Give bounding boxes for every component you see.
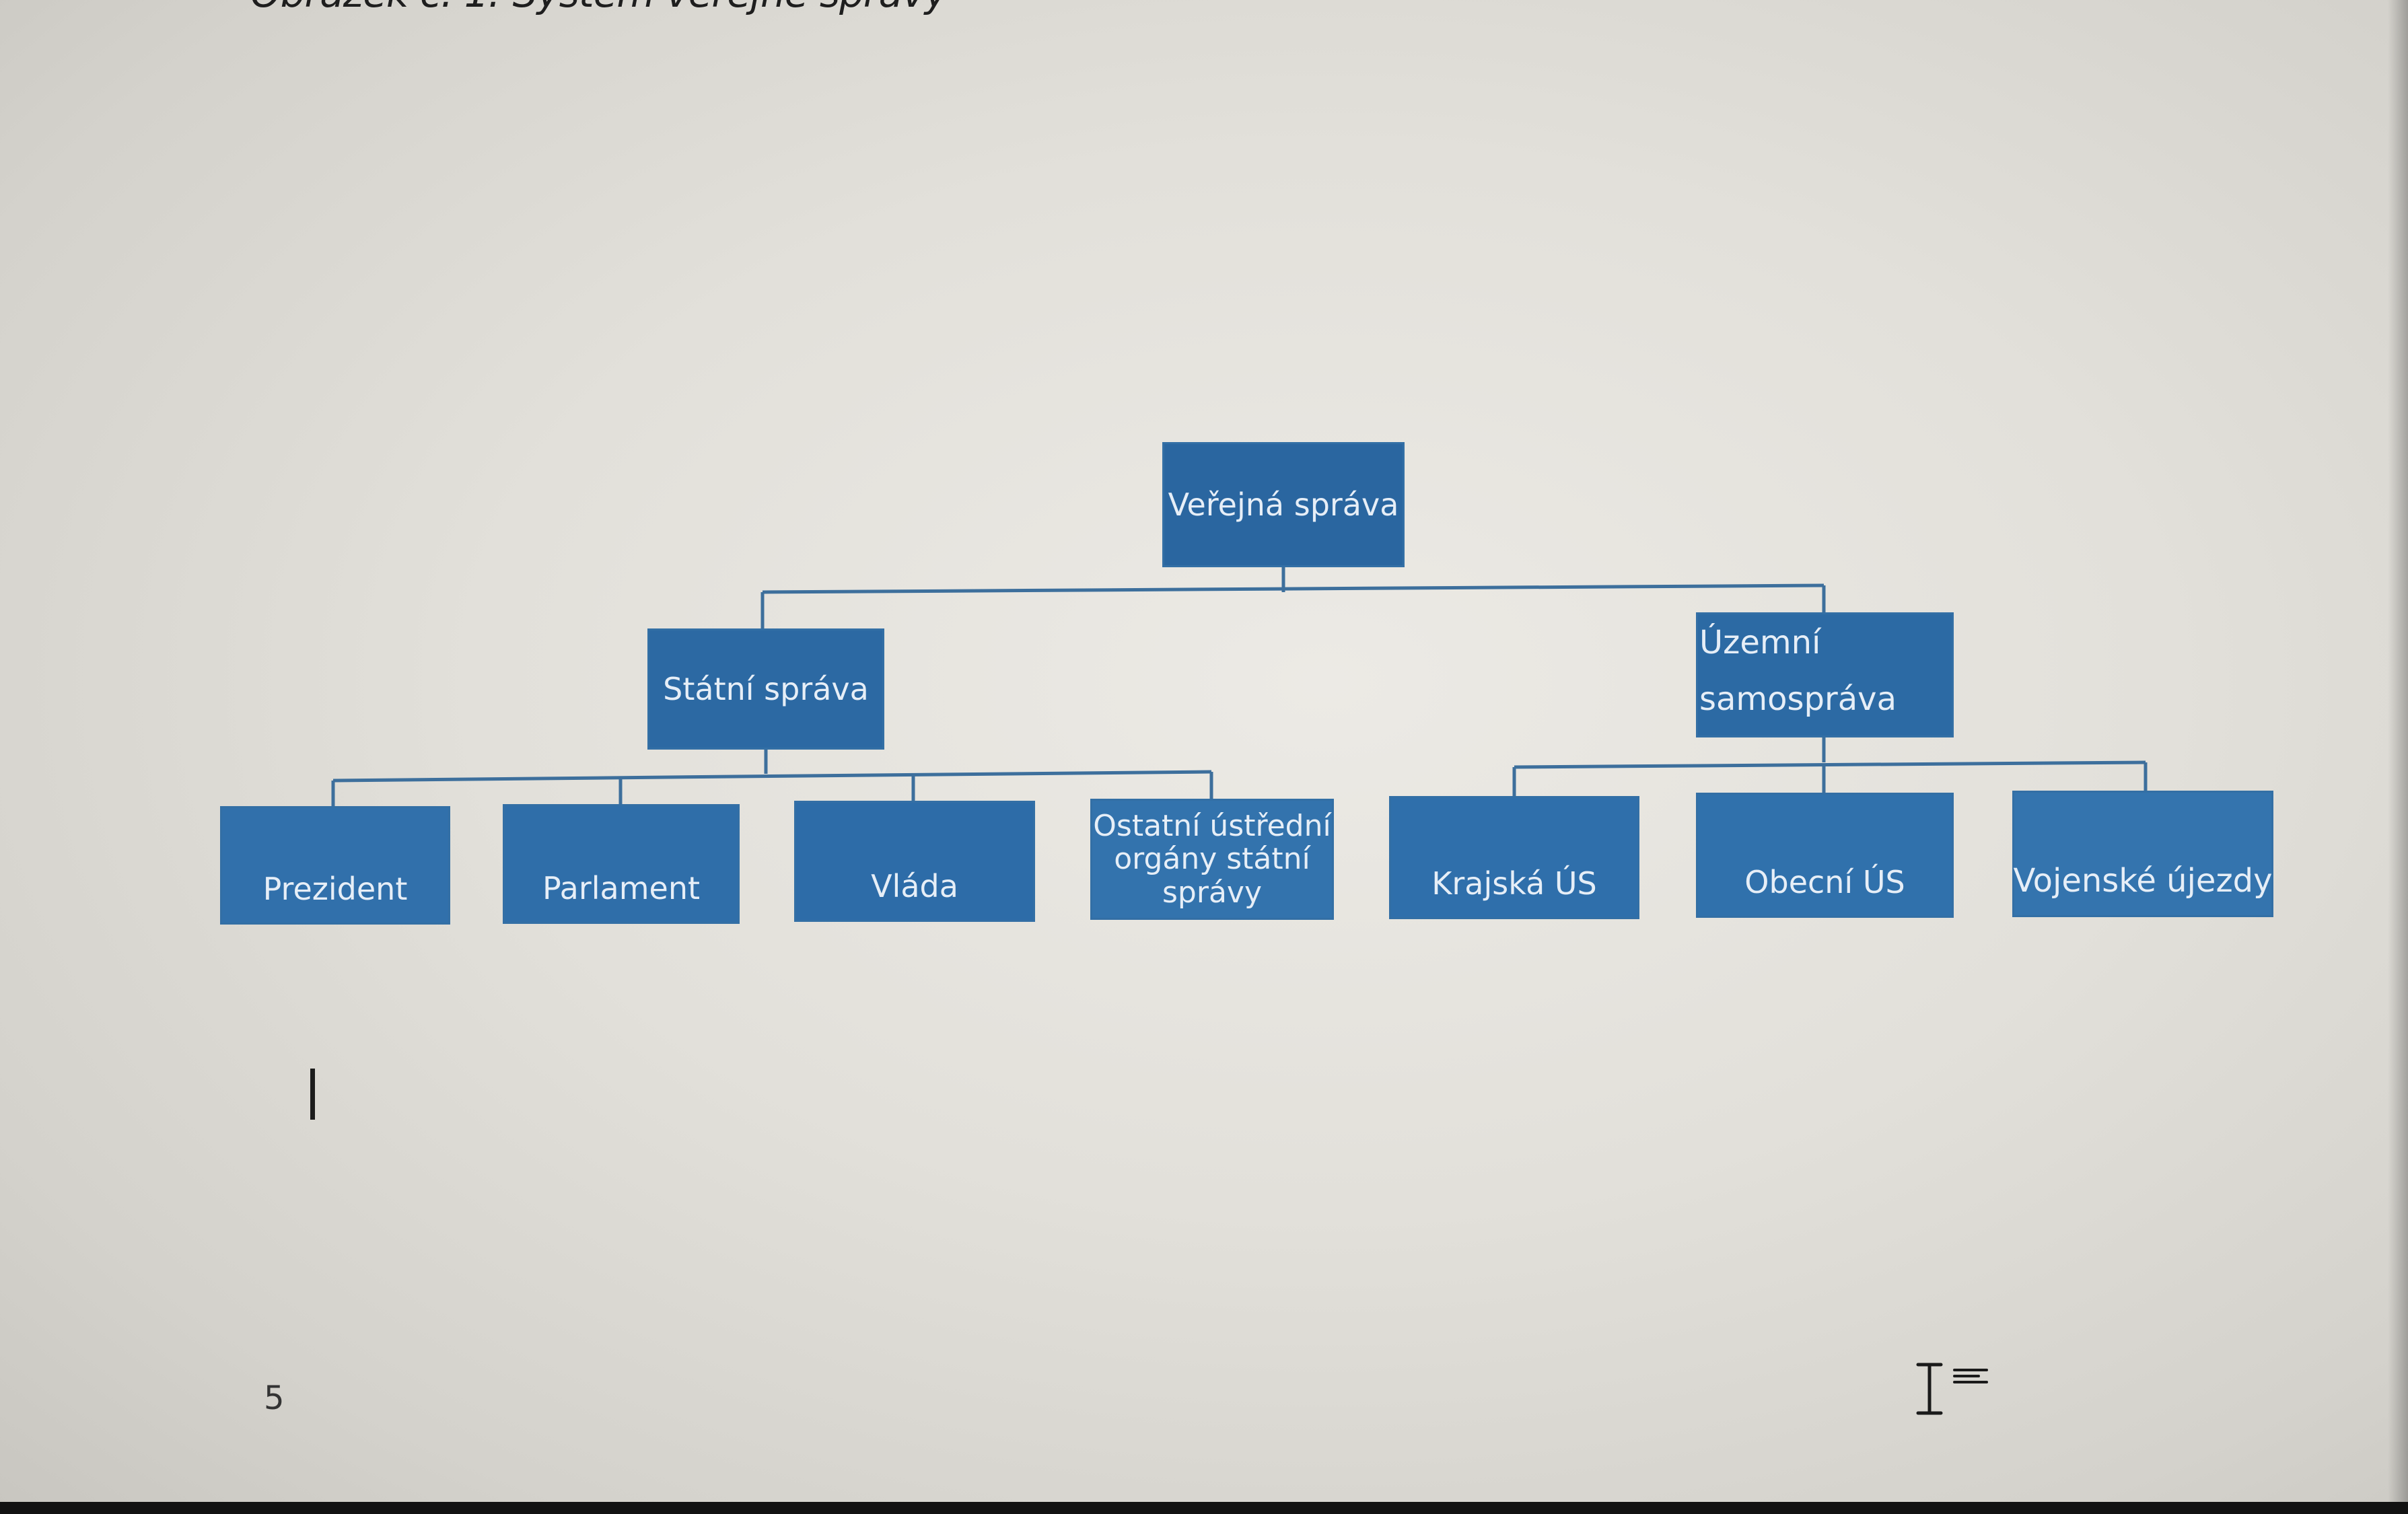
node-vojenske-ujezdy: Vojenské újezdy xyxy=(2012,791,2273,917)
node-label: Krajská ÚS xyxy=(1431,865,1597,902)
connector-state-bar xyxy=(332,770,1212,783)
node-label-line: Ostatní ústřední xyxy=(1093,809,1331,844)
layout-options-icon[interactable] xyxy=(1952,1367,1989,1387)
page-shadow-right xyxy=(2388,0,2408,1502)
monitor-bezel-bottom xyxy=(0,1502,2408,1514)
connector-root-bar xyxy=(762,583,1825,594)
node-label: Územní samospráva xyxy=(1699,624,1897,718)
node-label-line: správy xyxy=(1162,875,1262,910)
text-insertion-caret xyxy=(310,1069,315,1120)
ibeam-icon xyxy=(1916,1363,1943,1415)
node-statni-sprava: Státní správa xyxy=(647,628,884,750)
node-label: Státní správa xyxy=(663,670,869,707)
node-label-multiline: Ostatní ústřední orgány státní správy xyxy=(1093,809,1331,909)
node-label: Parlament xyxy=(542,869,701,906)
node-ostatni-ustredni-organy: Ostatní ústřední orgány státní správy xyxy=(1090,799,1334,920)
page-number: 5 xyxy=(264,1379,285,1417)
figure-caption: Obrázek č. 1: Systém veřejné správy xyxy=(250,0,948,16)
node-obecni-us: Obecní ÚS xyxy=(1696,793,1954,918)
node-label-line: orgány státní xyxy=(1114,842,1310,877)
node-label: Vláda xyxy=(871,867,958,904)
node-label: Vojenské újezdy xyxy=(2013,861,2273,900)
node-label: Obecní ÚS xyxy=(1744,863,1905,900)
node-label: Prezident xyxy=(262,870,408,907)
node-verejna-sprava: Veřejná správa xyxy=(1162,442,1405,567)
node-label: Veřejná správa xyxy=(1168,486,1399,523)
node-uzemni-samosprava: Územní samospráva xyxy=(1696,612,1954,737)
connector-territorial-bar xyxy=(1514,760,2146,769)
node-vlada: Vláda xyxy=(794,801,1035,922)
node-krajska-us: Krajská ÚS xyxy=(1389,796,1639,919)
node-prezident: Prezident xyxy=(220,806,450,925)
node-parlament: Parlament xyxy=(503,804,740,924)
